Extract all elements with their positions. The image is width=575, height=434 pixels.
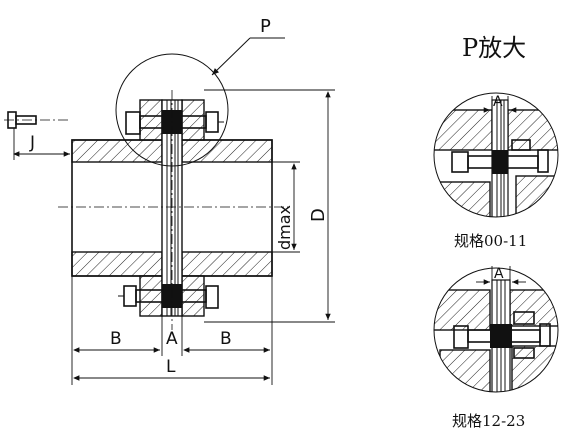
top-bolt	[125, 110, 224, 135]
detail-circle-p	[115, 53, 229, 167]
label-a: A	[166, 329, 178, 349]
detail-top: A	[433, 92, 559, 218]
spec-bottom-caption: 规格12-23	[452, 412, 525, 430]
label-b-right: B	[220, 329, 232, 349]
detail-bottom-dim-a: A	[494, 266, 504, 282]
label-p: P	[260, 16, 271, 37]
spec-top-caption: 规格00-11	[454, 232, 527, 250]
left-flange-upper	[139, 99, 163, 141]
right-hub-lower	[181, 251, 273, 277]
left-hub-upper	[71, 139, 163, 163]
bottom-bolt	[118, 284, 219, 309]
detail-title: P放大	[462, 34, 526, 62]
j-bolt	[4, 111, 70, 160]
right-hub-upper	[181, 139, 273, 163]
detail-top-dim-a: A	[493, 94, 503, 110]
label-d: D	[308, 208, 329, 222]
label-b-left: B	[110, 329, 122, 349]
right-flange-lower	[181, 275, 205, 317]
right-flange-upper	[181, 99, 205, 141]
left-hub-lower	[71, 251, 163, 277]
detail-bottom: A	[433, 266, 559, 393]
label-dmax: dmax	[275, 205, 294, 250]
label-l: L	[166, 357, 176, 377]
label-j: J	[29, 133, 35, 153]
left-flange-lower	[139, 275, 163, 317]
main-view: P J dmax D B A B L	[4, 16, 335, 385]
